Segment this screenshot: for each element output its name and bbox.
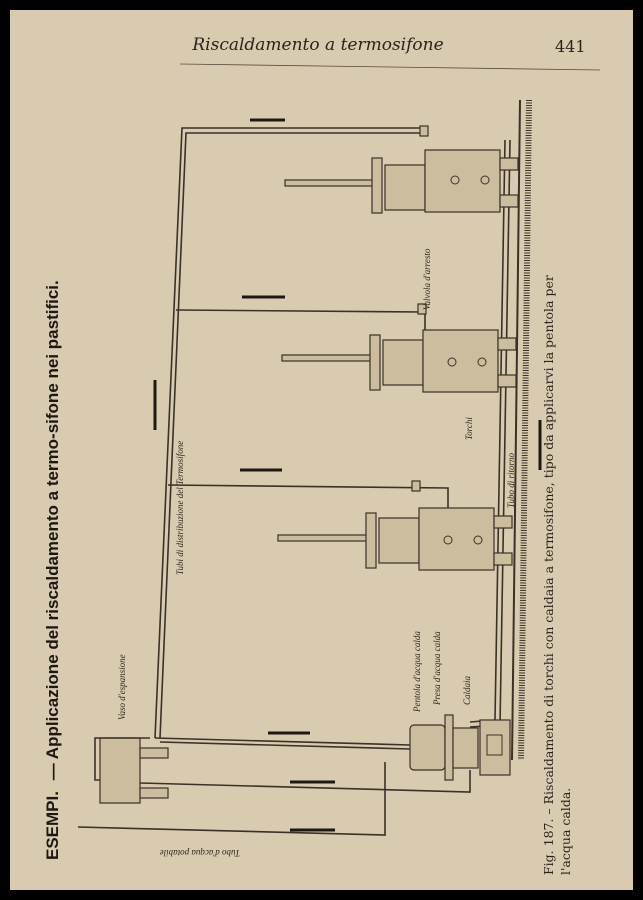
label-boiler: Caldaia [462, 675, 472, 705]
boiler [409, 714, 511, 781]
distribution-pipe [154, 127, 511, 750]
heading-text: — Applicazione del riscaldamento a termo… [43, 280, 62, 780]
label-presses: Torchi [464, 417, 474, 440]
svg-text:ESEMPI. — Applicazione d: ESEMPI. — Applicazione del riscaldamento… [43, 280, 62, 860]
label-expansion-tank: Vaso d'espansione [117, 654, 127, 720]
section-heading: ESEMPI. — Applicazione del riscaldamento… [43, 280, 62, 860]
caption-line-2: l'acqua calda. [558, 788, 573, 875]
expansion-tank [77, 737, 471, 836]
label-stop-valve: Valvola d'arresto [422, 248, 432, 310]
press-2 [281, 329, 517, 393]
flow-arrows [153, 118, 542, 832]
label-return-pipe: Tubo di ritorno [506, 452, 516, 508]
floor [511, 99, 532, 761]
caption-line-1: Fig. 187. – Riscaldamento di torchi con … [541, 275, 556, 875]
press-3 [277, 507, 513, 571]
label-hot-water-pot: Pentola d'acqua calda [412, 631, 422, 713]
label-distribution-pipes: Tubi di distribuzione del Termosifone [175, 441, 185, 575]
figure-diagram: Riscaldamento a termosifone 441 ESEMPI. … [43, 35, 601, 875]
page-number: 441 [555, 37, 586, 56]
figure-caption: Fig. 187. – Riscaldamento di torchi con … [541, 275, 573, 875]
label-hot-water-tap: Presa d'acqua calda [432, 631, 442, 706]
header-rule [179, 63, 601, 71]
running-title: Riscaldamento a termosifone [191, 35, 443, 55]
heading-lead: ESEMPI. [43, 791, 62, 860]
label-potable-water-pipe: Tubo d'acqua potabile [160, 848, 240, 858]
stop-valve [411, 125, 429, 492]
press-1 [284, 149, 519, 214]
book-page: Riscaldamento a termosifone 441 ESEMPI. … [10, 10, 633, 890]
